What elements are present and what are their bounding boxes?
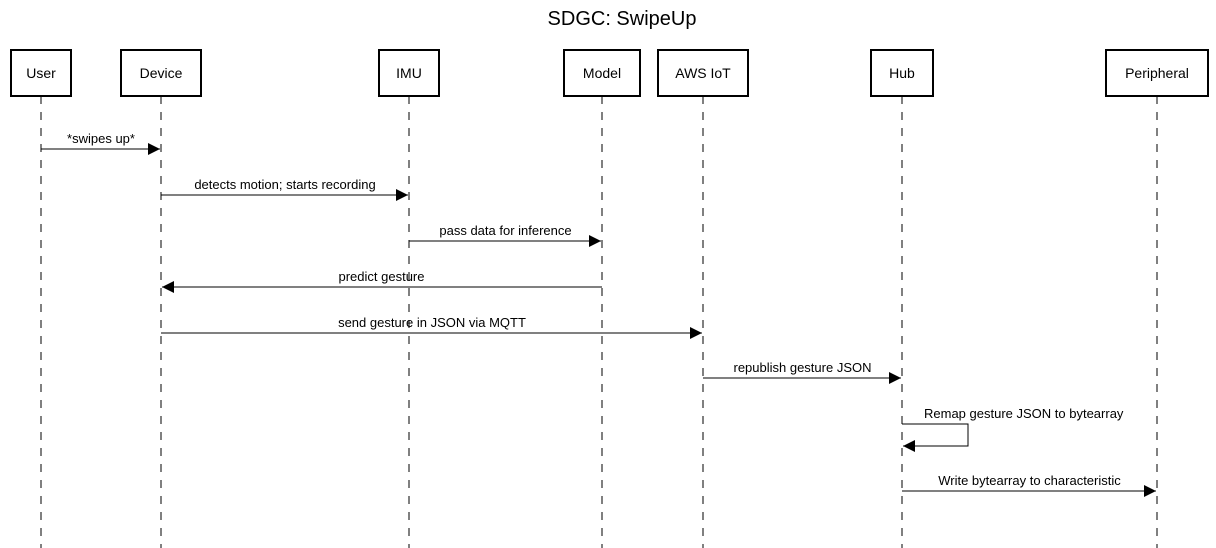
self-message-arrow — [902, 423, 969, 452]
message-label: republish gesture JSON — [733, 360, 871, 375]
participant-label-user: User — [26, 65, 56, 81]
participant-box-device — [120, 49, 202, 97]
participant-label-device: Device — [140, 65, 183, 81]
participant-box-hub — [870, 49, 934, 97]
participant-aws: AWS IoT — [657, 49, 749, 548]
participant-label-imu: IMU — [396, 65, 422, 81]
message-6: republish gesture JSON — [703, 360, 901, 384]
participant-box-user — [10, 49, 72, 97]
participant-peripheral: Peripheral — [1105, 49, 1209, 548]
diagram-title: SDGC: SwipeUp — [548, 8, 697, 30]
message-2: detects motion; starts recording — [161, 177, 408, 201]
message-1: *swipes up* — [41, 131, 160, 155]
participant-label-model: Model — [583, 65, 621, 81]
message-7: Remap gesture JSON to bytearray — [902, 406, 1124, 452]
message-5: send gesture in JSON via MQTT — [161, 315, 702, 339]
message-8: Write bytearray to characteristic — [902, 473, 1156, 497]
message-label: Remap gesture JSON to bytearray — [924, 406, 1124, 421]
participant-hub: Hub — [870, 49, 934, 548]
message-label: predict gesture — [339, 269, 425, 284]
message-label: Write bytearray to characteristic — [938, 473, 1121, 488]
participant-imu: IMU — [378, 49, 440, 548]
participant-box-model — [563, 49, 641, 97]
messages: *swipes up* detects motion; starts record… — [41, 131, 1156, 497]
message-4: predict gesture — [162, 269, 602, 293]
participant-box-imu — [378, 49, 440, 97]
participant-box-peripheral — [1105, 49, 1209, 97]
message-label: pass data for inference — [439, 223, 571, 238]
participant-label-hub: Hub — [889, 65, 915, 81]
participant-user: User — [10, 49, 72, 548]
message-label: *swipes up* — [67, 131, 135, 146]
participant-box-aws — [657, 49, 749, 97]
participant-model: Model — [563, 49, 641, 548]
participants: User Device IMU Model AWS IoT Hub Peripheral — [10, 49, 1209, 548]
message-label: detects motion; starts recording — [194, 177, 375, 192]
participant-device: Device — [120, 49, 202, 548]
participant-label-peripheral: Peripheral — [1125, 65, 1189, 81]
message-label: send gesture in JSON via MQTT — [338, 315, 526, 330]
participant-label-aws: AWS IoT — [675, 65, 731, 81]
message-3: pass data for inference — [409, 223, 601, 247]
